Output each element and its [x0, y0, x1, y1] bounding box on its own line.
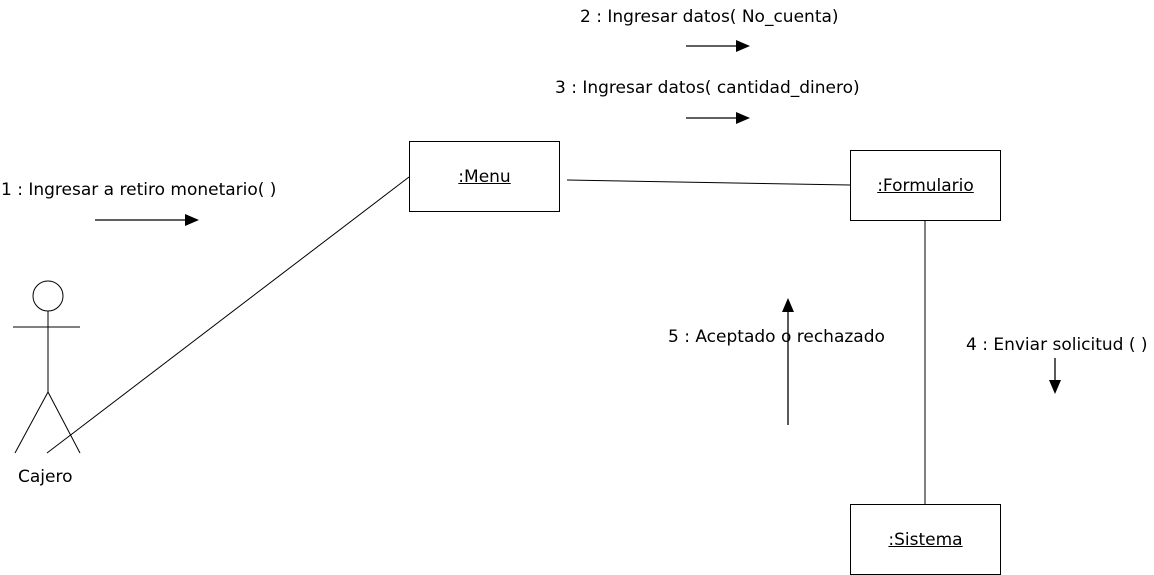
actor-cajero-figure	[13, 280, 81, 454]
link-cajero-menu	[46, 176, 410, 454]
message-1-label: 1 : Ingresar a retiro monetario( )	[1, 180, 277, 200]
message-3-label: 3 : Ingresar datos( cantidad_dinero)	[555, 78, 860, 98]
link-menu-formulario	[566, 179, 851, 186]
arrow-message-3	[686, 112, 750, 124]
object-sistema-label: :Sistema	[888, 529, 963, 550]
arrow-message-1	[95, 214, 199, 226]
message-5-label: 5 : Aceptado o rechazado	[668, 327, 885, 347]
object-menu-label: :Menu	[458, 166, 511, 187]
object-menu: :Menu	[409, 141, 560, 212]
message-4-label: 4 : Enviar solicitud ( )	[966, 335, 1148, 355]
object-formulario-label: :Formulario	[877, 175, 974, 196]
object-sistema: :Sistema	[850, 504, 1001, 575]
object-formulario: :Formulario	[850, 150, 1001, 221]
arrow-message-2	[686, 40, 750, 52]
message-2-label: 2 : Ingresar datos( No_cuenta)	[580, 7, 839, 27]
arrow-message-4	[1049, 358, 1061, 394]
arrow-message-5	[782, 298, 794, 425]
actor-name: Cajero	[18, 467, 73, 487]
